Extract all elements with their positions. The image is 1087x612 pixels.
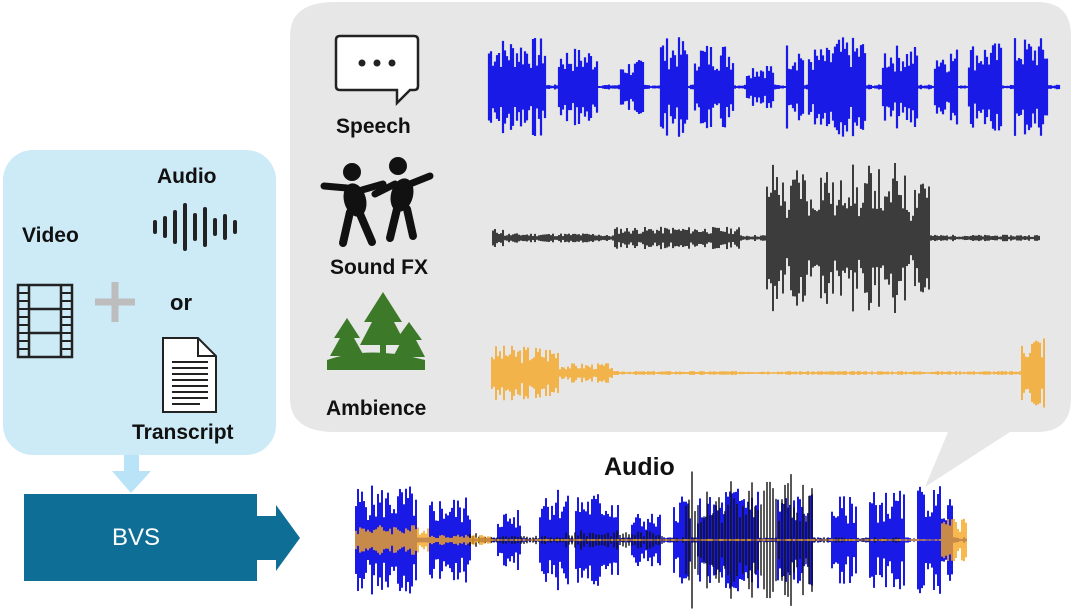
trees-icon: [327, 292, 425, 370]
transcript-label: Transcript: [132, 421, 234, 444]
down-arrow: [112, 455, 151, 493]
film-strip-icon: [16, 283, 74, 359]
speech-bubble-icon: [334, 34, 420, 107]
document-icon: [162, 337, 217, 413]
mixed-audio-waveform: [355, 471, 967, 609]
sound-fx-waveform: [492, 162, 1040, 314]
speech-label: Speech: [336, 115, 411, 138]
output-audio-label: Audio: [604, 453, 675, 481]
audio-input-label: Audio: [157, 165, 217, 188]
video-label: Video: [22, 224, 79, 247]
speech-waveform: [487, 37, 1061, 137]
dancing-people-icon: [320, 157, 434, 247]
or-label: or: [170, 290, 192, 315]
plus-icon: [95, 282, 135, 322]
sound-fx-label: Sound FX: [330, 256, 428, 279]
bvs-arrow: [257, 505, 300, 571]
ambience-label: Ambience: [326, 397, 427, 420]
ambience-waveform: [491, 338, 1045, 408]
bvs-box: [24, 494, 257, 581]
bvs-label: BVS: [112, 524, 161, 551]
audio-wave-icon: [153, 203, 237, 251]
input-panel: [3, 150, 276, 455]
